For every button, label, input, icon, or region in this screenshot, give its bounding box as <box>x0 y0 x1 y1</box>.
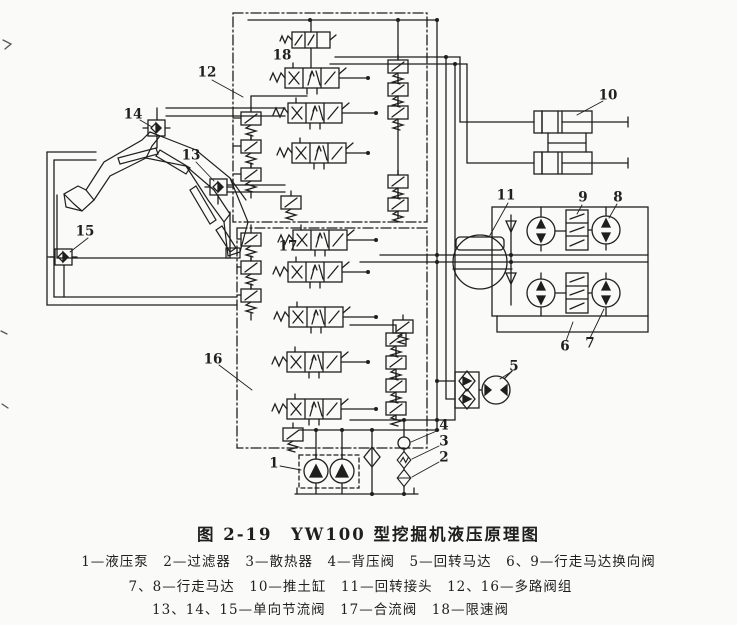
callout-17: 17 <box>278 238 298 255</box>
directional-valve <box>273 301 351 334</box>
directional-valve <box>272 256 350 289</box>
travel-motor-7 <box>591 272 621 314</box>
relief-valve-stack <box>349 324 407 427</box>
travel-valve-6 <box>565 272 589 314</box>
callout-7: 7 <box>585 335 595 352</box>
travel-motor-block <box>491 206 649 333</box>
callout-16: 16 <box>203 351 223 368</box>
return-filter <box>363 429 381 495</box>
legend-line-1: 1—液压泵 2—过滤器 3—散热器 4—背压阀 5—回转马达 6、9—行走马达换… <box>81 554 656 570</box>
directional-valve <box>276 137 354 170</box>
callout-15: 15 <box>75 223 95 240</box>
valve-group-16-border <box>236 227 428 449</box>
check-valve-column <box>387 19 409 223</box>
callout-2: 2 <box>439 449 449 466</box>
relief-valve-stack <box>236 224 262 321</box>
callout-8: 8 <box>613 189 623 206</box>
line-bundle <box>299 19 649 431</box>
legend-line-3: 13、14、15—单向节流阀 17—合流阀 18—限速阀 <box>152 602 509 618</box>
hydraulic-schematic <box>0 12 649 496</box>
callout-5: 5 <box>509 358 519 375</box>
callout-10: 10 <box>598 87 618 104</box>
relief-valve <box>280 190 302 221</box>
directional-valve <box>269 62 347 95</box>
junction-dots <box>308 18 513 496</box>
leader-lines <box>69 79 618 478</box>
directional-valve <box>271 346 349 379</box>
legend-line-2: 7、8—行走马达 10—推土缸 11—回转接头 12、16—多路阀组 <box>128 579 573 595</box>
radiator-3 <box>396 450 412 470</box>
one-way-throttle-valve-14 <box>142 119 171 137</box>
scan-artifact <box>0 39 13 409</box>
return-column <box>396 419 412 495</box>
tank-line <box>294 487 419 495</box>
callout-4: 4 <box>439 417 449 434</box>
relief-valve-stack <box>232 95 308 199</box>
callout-1: 1 <box>269 455 279 472</box>
valve-group-12 <box>232 62 377 334</box>
figure-caption: 图 2-19 YW100 型挖掘机液压原理图 <box>196 525 541 544</box>
directional-valve <box>271 393 349 426</box>
swing-motor-block <box>454 370 513 410</box>
pump-unit <box>298 429 360 495</box>
rotary-joint <box>452 234 508 290</box>
dozer-cylinders <box>533 110 629 175</box>
travel-valve-9 <box>565 209 589 251</box>
left-hose-lines <box>46 107 286 306</box>
callout-6: 6 <box>560 338 570 355</box>
callout-13: 13 <box>181 147 201 164</box>
motor-symbol <box>526 272 556 314</box>
travel-motor-8 <box>591 209 621 251</box>
callout-14: 14 <box>123 106 143 123</box>
callout-11: 11 <box>496 187 516 204</box>
filter-2 <box>396 468 412 488</box>
callout-3: 3 <box>439 433 449 450</box>
callout-9: 9 <box>578 189 588 206</box>
directional-valve <box>272 97 350 130</box>
motor-symbol <box>526 210 556 252</box>
valve-group-16 <box>271 324 407 453</box>
callout-18: 18 <box>272 47 292 64</box>
back-pressure-valve-4 <box>397 436 411 450</box>
callout-12: 12 <box>197 64 217 81</box>
speed-limit-valve-18 <box>247 19 438 69</box>
